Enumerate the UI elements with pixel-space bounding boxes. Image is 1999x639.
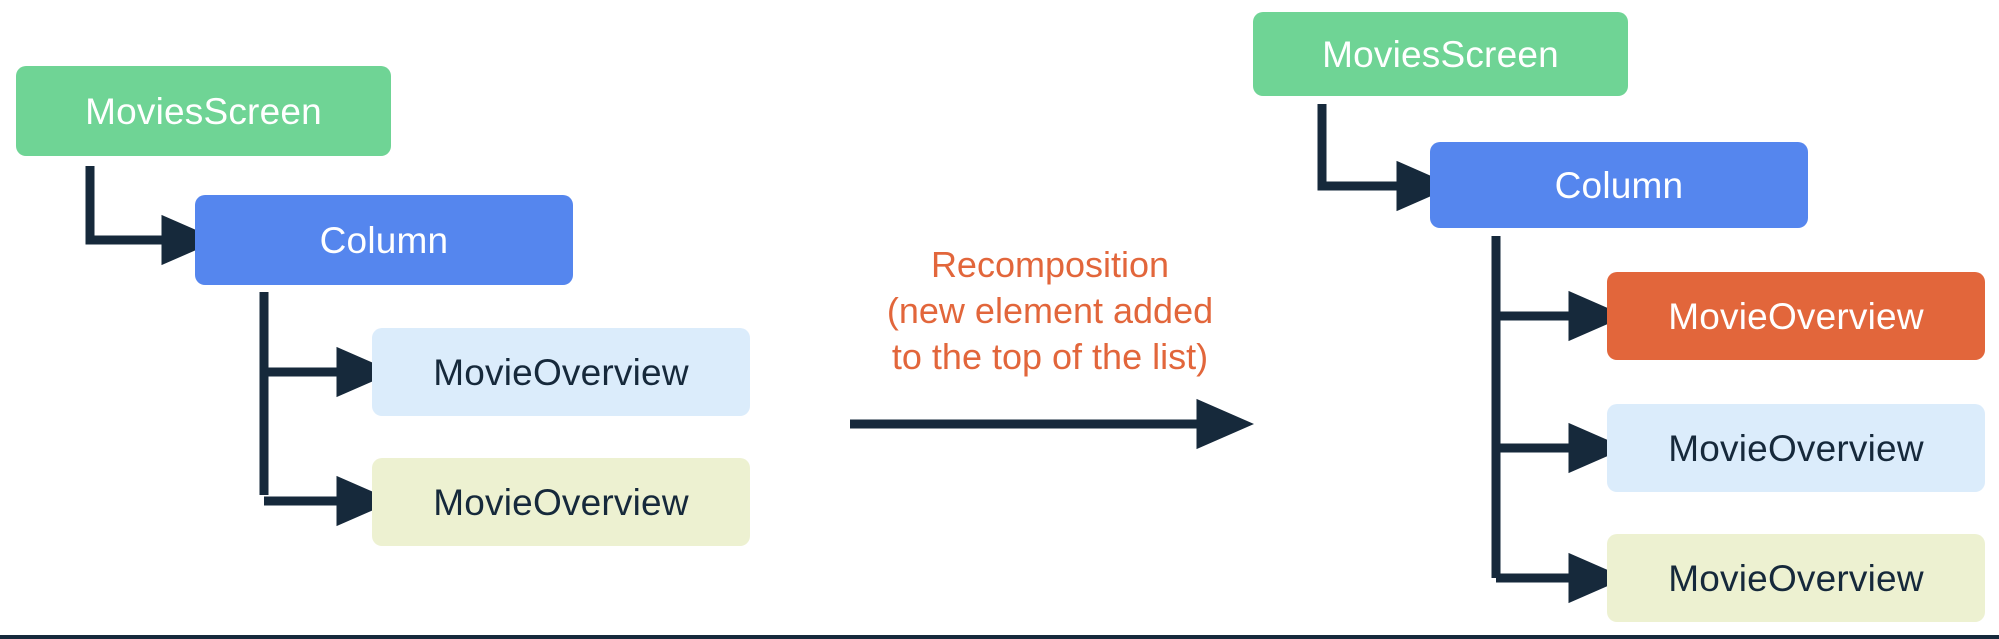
transition-caption-line-3: to the top of the list) xyxy=(891,336,1209,378)
edge-before-root-to-column xyxy=(85,166,219,266)
after-node-movie-overview-3[interactable]: MovieOverview xyxy=(1607,534,1985,622)
transition-caption-line-2: (new element added xyxy=(886,290,1214,332)
before-node-movie-overview-1[interactable]: MovieOverview xyxy=(372,328,750,416)
before-node-movies-screen-label: MoviesScreen xyxy=(85,90,322,132)
after-node-movies-screen[interactable]: MoviesScreen xyxy=(1253,12,1628,96)
after-node-column-label: Column xyxy=(1554,164,1684,206)
before-node-movie-overview-2[interactable]: MovieOverview xyxy=(372,458,750,546)
after-node-movie-overview-1-new[interactable]: MovieOverview xyxy=(1607,272,1985,360)
before-node-movie-overview-2-label: MovieOverview xyxy=(433,481,689,523)
after-node-movie-overview-1-label: MovieOverview xyxy=(1668,295,1924,337)
bottom-divider xyxy=(0,635,1999,639)
after-node-movies-screen-label: MoviesScreen xyxy=(1322,33,1559,75)
before-node-movie-overview-1-label: MovieOverview xyxy=(433,351,689,393)
after-node-column[interactable]: Column xyxy=(1430,142,1808,228)
transition-caption-line-1: Recomposition xyxy=(930,244,1170,285)
before-node-movies-screen[interactable]: MoviesScreen xyxy=(16,66,391,156)
after-node-movie-overview-3-label: MovieOverview xyxy=(1668,557,1924,599)
before-node-column-label: Column xyxy=(319,219,449,261)
edge-after-root-to-column xyxy=(1317,104,1454,212)
before-node-column[interactable]: Column xyxy=(195,195,573,285)
after-node-movie-overview-2[interactable]: MovieOverview xyxy=(1607,404,1985,492)
after-node-movie-overview-2-label: MovieOverview xyxy=(1668,427,1924,469)
transition-caption: Recomposition (new element added to the … xyxy=(840,242,1260,380)
